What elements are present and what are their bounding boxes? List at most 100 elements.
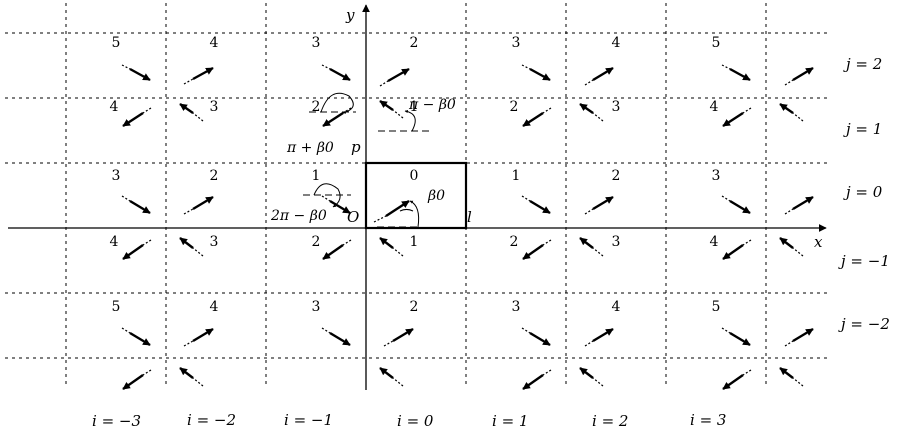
arrow-shaft	[192, 327, 214, 343]
pi-plus-beta0-arc	[320, 92, 354, 114]
cell-number: 3	[512, 35, 521, 51]
field-arrow	[383, 327, 414, 347]
arrow-tail	[721, 327, 731, 334]
field-arrow	[521, 64, 551, 82]
cell-number: 4	[210, 299, 219, 315]
field-arrow	[183, 195, 214, 215]
field-arrow	[121, 195, 151, 215]
arrow-shaft	[129, 199, 151, 215]
cell-number: 1	[410, 99, 419, 115]
angle-label-pi-plus-beta0: π + β0	[286, 140, 334, 156]
beta0-arc	[399, 209, 414, 212]
arrow-shaft	[592, 66, 614, 82]
field-arrow	[122, 107, 152, 128]
arrow-shaft	[379, 367, 394, 379]
arrow-tail	[142, 107, 152, 114]
arrow-tail	[784, 208, 794, 215]
arrow-shaft	[792, 195, 814, 211]
angle-label-pi-minus-beta0: π − β0	[408, 97, 456, 113]
arrow-tail	[183, 340, 194, 347]
arrow-shaft	[792, 327, 814, 343]
arrow-tail	[521, 64, 531, 70]
arrow-tail	[584, 208, 594, 215]
arrow-shaft	[722, 244, 744, 260]
field-arrow	[322, 239, 352, 260]
field-arrow	[784, 327, 814, 347]
arrow-shaft	[379, 237, 394, 249]
arrow-tail	[584, 340, 594, 347]
cell-number: 3	[612, 234, 621, 250]
arrow-tail	[742, 369, 752, 376]
arrow-tail	[392, 377, 404, 387]
field-arrow	[122, 239, 152, 260]
arrow-field	[121, 64, 814, 390]
arrow-shaft	[179, 103, 194, 114]
row-label: j = 0	[843, 183, 883, 201]
arrow-shaft	[729, 67, 751, 82]
arrow-tail	[592, 377, 604, 387]
cell-number: 4	[110, 234, 119, 250]
cell-number: 2	[312, 99, 321, 115]
field-arrow	[522, 107, 552, 128]
angle-label-two-pi-minus-beta0: 2π − β0	[270, 208, 327, 224]
field-arrow	[584, 195, 614, 215]
angle-annotations	[303, 92, 430, 228]
cell-number: 3	[512, 299, 521, 315]
arrow-shaft	[122, 374, 144, 390]
field-arrow	[579, 103, 604, 122]
col-label: i = 3	[690, 411, 726, 429]
field-arrow	[321, 327, 351, 347]
cell-number: 3	[210, 99, 219, 115]
cell-number: 3	[312, 299, 321, 315]
arrow-tail	[542, 239, 552, 246]
arrow-tail	[142, 239, 152, 246]
x-axis-label: x	[814, 233, 823, 251]
arrow-tail	[192, 112, 204, 122]
corner-label-l: l	[467, 208, 472, 226]
field-arrow	[179, 237, 204, 257]
arrow-shaft	[122, 111, 144, 128]
row-label: j = −1	[838, 252, 890, 270]
arrow-tail	[321, 195, 331, 202]
two-pi-minus-beta0-arc	[313, 183, 341, 208]
arrow-shaft	[522, 374, 544, 390]
field-arrow	[379, 67, 410, 87]
cell-number: 2	[612, 168, 621, 184]
field-arrow	[179, 367, 204, 387]
y-axis-label: y	[345, 6, 355, 24]
arrow-tail	[383, 340, 394, 347]
cell-number: 1	[312, 168, 321, 184]
fundamental-cell	[364, 161, 468, 230]
arrow-shaft	[792, 66, 814, 82]
col-label: i = 0	[397, 412, 434, 430]
arrow-shaft	[379, 100, 394, 111]
arrow-shaft	[329, 331, 351, 347]
arrow-shaft	[329, 199, 351, 215]
arrow-shaft	[779, 237, 794, 249]
arrow-shaft	[522, 111, 544, 128]
field-arrow	[722, 107, 752, 128]
col-label: i = 2	[592, 412, 628, 430]
field-arrow	[321, 64, 351, 82]
origin-label: O	[347, 208, 359, 226]
col-label: i = −2	[187, 411, 236, 429]
cell-number: 4	[210, 35, 219, 51]
cell-number: 5	[712, 299, 721, 315]
arrow-shaft	[129, 67, 151, 82]
field-arrow	[183, 327, 214, 347]
arrow-shaft	[729, 331, 751, 347]
field-arrow	[721, 327, 751, 347]
cell-number: 2	[210, 168, 219, 184]
arrow-shaft	[129, 331, 151, 347]
arrow-tail	[183, 78, 194, 85]
arrow-tail	[392, 109, 404, 119]
field-arrow	[122, 369, 152, 390]
field-arrow	[722, 369, 752, 390]
arrow-tail	[521, 327, 531, 334]
arrow-tail	[792, 377, 804, 387]
arrow-tail	[584, 79, 594, 86]
field-arrow	[522, 369, 552, 390]
cell-number: 3	[112, 168, 121, 184]
